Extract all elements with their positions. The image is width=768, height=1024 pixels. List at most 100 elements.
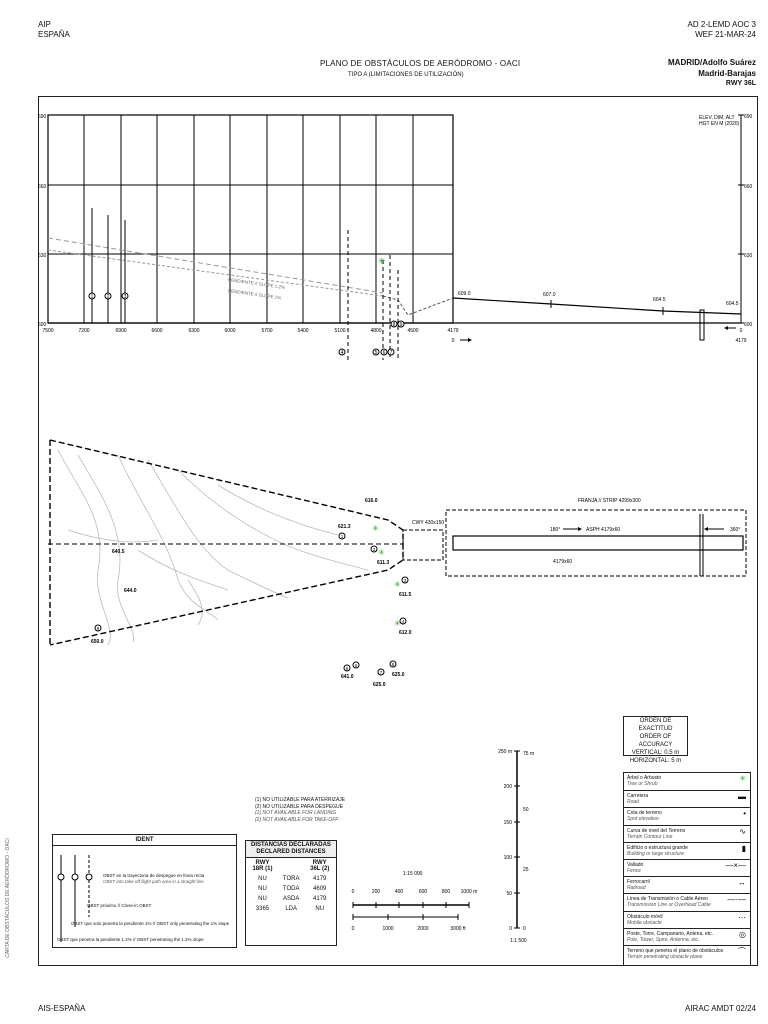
plan-obst-number: 3 (404, 578, 407, 583)
bearing-left: 180° (550, 527, 560, 533)
obstacle-elev: 616.0 (365, 498, 378, 504)
obstacle-elev: 625.0 (373, 682, 386, 688)
x-axis-label: 6300 (188, 328, 199, 334)
profile-obst-number: 1 (91, 294, 94, 300)
accuracy-box: ORDEN DE EXACTITUD ORDER OF ACCURACY VER… (623, 716, 688, 764)
obstacle-elev: 612.0 (399, 630, 412, 636)
obstacle-elev: 650.0 (91, 639, 104, 645)
accuracy-horizontal: HORIZONTAL: 5 m (629, 758, 682, 764)
x-axis-label: 7200 (78, 328, 89, 334)
slope-label: PENDIENTE // SLOPE 1% (228, 288, 282, 300)
horizontal-scale: 1:15 000 0 200 400 600 800 1000 m 0 1000… (352, 871, 478, 932)
svg-text:✳: ✳ (378, 548, 385, 557)
ident-graphic (57, 855, 93, 942)
thr-label: 4179x60 (553, 559, 572, 565)
legend-symbol-icon: ▬ (738, 792, 746, 802)
legend-item: Terreno que penetra el plano de obstácul… (624, 945, 750, 963)
hscale-m: 1000 m (461, 889, 478, 895)
profile-obst-number: 6 (383, 350, 386, 356)
legend-symbol-icon: ⌒ (738, 947, 746, 956)
right-4179: 4179 (735, 338, 746, 344)
y-axis-label-right: 600 (744, 322, 753, 328)
y-axis-label-right: 630 (744, 253, 753, 259)
hscale-m: 0 (352, 889, 355, 895)
legend-label-en: Spot elevation (627, 816, 659, 823)
ident-line-1: OBST en la trayectoria de despegue en lí… (103, 873, 205, 878)
vscale-m: 150 (504, 820, 513, 826)
hscale-m: 800 (442, 889, 451, 895)
legend-label-en: Terrain penetrating obstacle plane (627, 954, 703, 960)
obstacle-elev: 625.0 (392, 672, 405, 678)
chart-title: PLANO DE OBSTÁCULOS DE AERÓDROMO - OACI (320, 59, 521, 68)
strip-label: FRANJA // STRIP 4299x300 (578, 498, 641, 504)
effective-date: WEF 21-MAR-24 (695, 30, 756, 39)
note-1-es: (1) NO UTILIZABLE PARA ATERRIZAJE (255, 797, 346, 803)
asph-label: ASPH 4179x60 (586, 527, 620, 533)
legend-label-en: Fence (627, 868, 641, 874)
obstacle-elev: 611.3 (377, 560, 389, 566)
declared-cell: NU (258, 896, 267, 902)
plan-view: ✳✳ ✳✳ 616.0 621.3 611.3 611.5 612.0 641.… (48, 439, 747, 688)
plan-obst-number: 1 (341, 534, 344, 539)
elev-note: HGT EN M (2020) (699, 121, 740, 127)
declared-col-right: RWY 36L (2) (310, 860, 330, 872)
page-ref: AD 2-LEMD AOC 3 (687, 20, 756, 29)
legend-label: Poste, Torre, Campanario, Antena, etc. (627, 930, 714, 937)
vertical-scale: 250 m 200 150 100 50 0 75 m 50 25 0 1:1 … (498, 749, 534, 944)
legend-label-en: Railroad (627, 885, 646, 892)
profile-obst-number: 5 (375, 350, 378, 356)
legend-label-en: Transmission Line or Overhead Cable (627, 902, 711, 909)
legend-label-en: Tree or Shrub (627, 781, 658, 787)
ident-box: IDENT OBST en la trayectoria de despegue… (52, 834, 237, 948)
plan-obst-number: 7 (380, 670, 383, 675)
declared-distances: DISTANCIAS DECLARADAS DECLARED DISTANCES… (245, 840, 337, 946)
vscale-ft: 0 (523, 926, 526, 932)
vscale-m: 50 (506, 891, 512, 897)
vscale-m: 100 (504, 855, 513, 861)
chart-frame (38, 96, 758, 966)
legend-symbol-icon: ↔ (738, 878, 746, 888)
legend-symbol-icon: ◎ (739, 929, 746, 939)
profile-obst-number: 9 (400, 322, 403, 328)
plan-obst-number: 6 (355, 663, 358, 668)
side-label: CARTA DE OBSTÁCULOS DE AERÓDROMO - OACI (4, 838, 11, 958)
obstacle-elev: 640.5 (112, 549, 125, 555)
note-2-es: (2) NO UTILIZABLE PARA DESPEGUE (255, 803, 343, 810)
legend-symbol-icon: ✳ (739, 774, 746, 783)
airport-name-2: Madrid-Barajas (698, 69, 756, 78)
cwy-label: CWY 430x150 (412, 520, 444, 526)
x-axis-label: 6600 (151, 328, 162, 334)
x-axis-label: 4179 (447, 328, 458, 334)
elevation-label: 604.5 (653, 297, 666, 303)
legend-item: Poste, Torre, Campanario, Antena, etc.Po… (624, 927, 750, 946)
legend-label: Cota de terreno (627, 810, 662, 817)
x-axis-label: 6000 (224, 328, 235, 334)
obstacle-elev: 611.5 (399, 592, 411, 598)
legend-label: Obstáculo móvil (627, 913, 663, 920)
hscale-ft: 1000 (382, 926, 393, 932)
x-axis-label: 4800 (370, 328, 381, 334)
vscale-ft: 50 (523, 807, 529, 813)
declared-cell: 4179 (313, 876, 327, 882)
vscale-ft: 75 m (523, 751, 534, 757)
ident-line-1-en: OBST into take-off flight path area in a… (103, 879, 204, 884)
legend-label: Árbol o Arbusto (627, 775, 662, 781)
legend-label: Ferrocarril (627, 879, 650, 886)
declared-cell: NU (258, 876, 267, 882)
legend-label-en: Road (627, 799, 639, 806)
legend-symbol-icon: —×— (725, 861, 746, 870)
vscale-m: 250 m (498, 749, 512, 755)
elevation-label: 609.0 (458, 291, 471, 297)
legend-label-en: Terrain Contour Line (627, 833, 673, 840)
chart-subtitle: TIPO A (LIMITACIONES DE UTILIZACIÓN) (348, 72, 464, 78)
obstacle-elev: 621.3 (338, 524, 351, 530)
declared-col-left: RWY 18R (1) (252, 860, 273, 872)
profile-obst-number: 4 (341, 350, 344, 356)
declared-cell: NU (258, 886, 267, 892)
svg-text:✳: ✳ (372, 524, 379, 533)
